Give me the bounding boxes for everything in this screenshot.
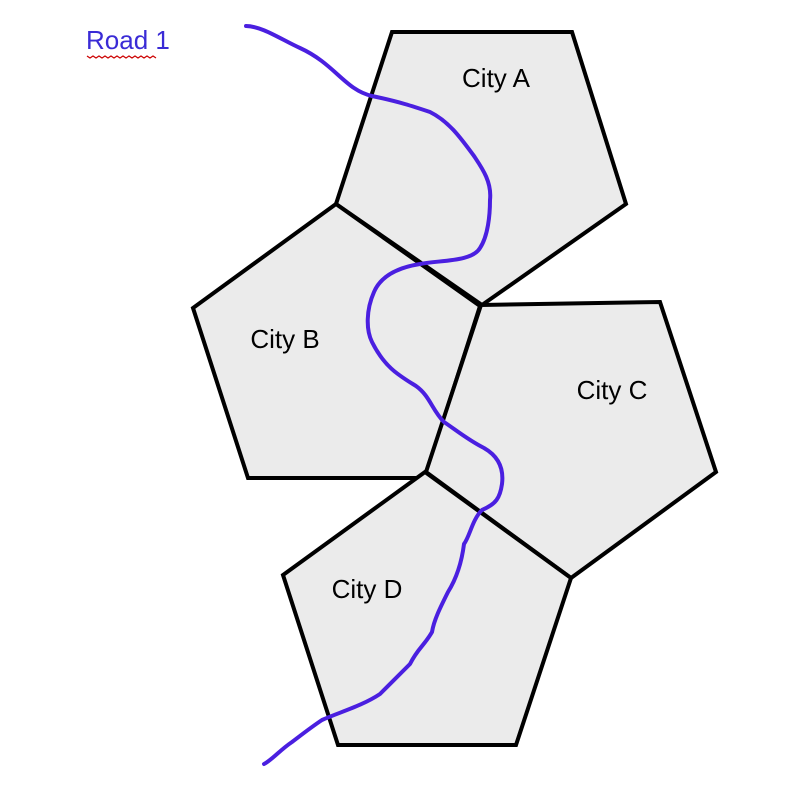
city-d-label: City D [332,574,403,604]
city-b-shape [190,201,483,480]
road-1-label-underline [86,55,157,59]
road-1-label: Road 1 [86,25,170,55]
city-b: City B [190,201,483,480]
city-c-shape [423,299,719,581]
city-d: City D [280,469,574,747]
city-a-label: City A [462,63,531,93]
road-1-line [244,24,505,766]
road-1-legend: Road 1 [86,25,170,59]
city-c: City C [423,299,719,581]
city-c-label: City C [577,375,648,405]
city-b-label: City B [250,324,319,354]
city-d-shape [280,469,574,747]
